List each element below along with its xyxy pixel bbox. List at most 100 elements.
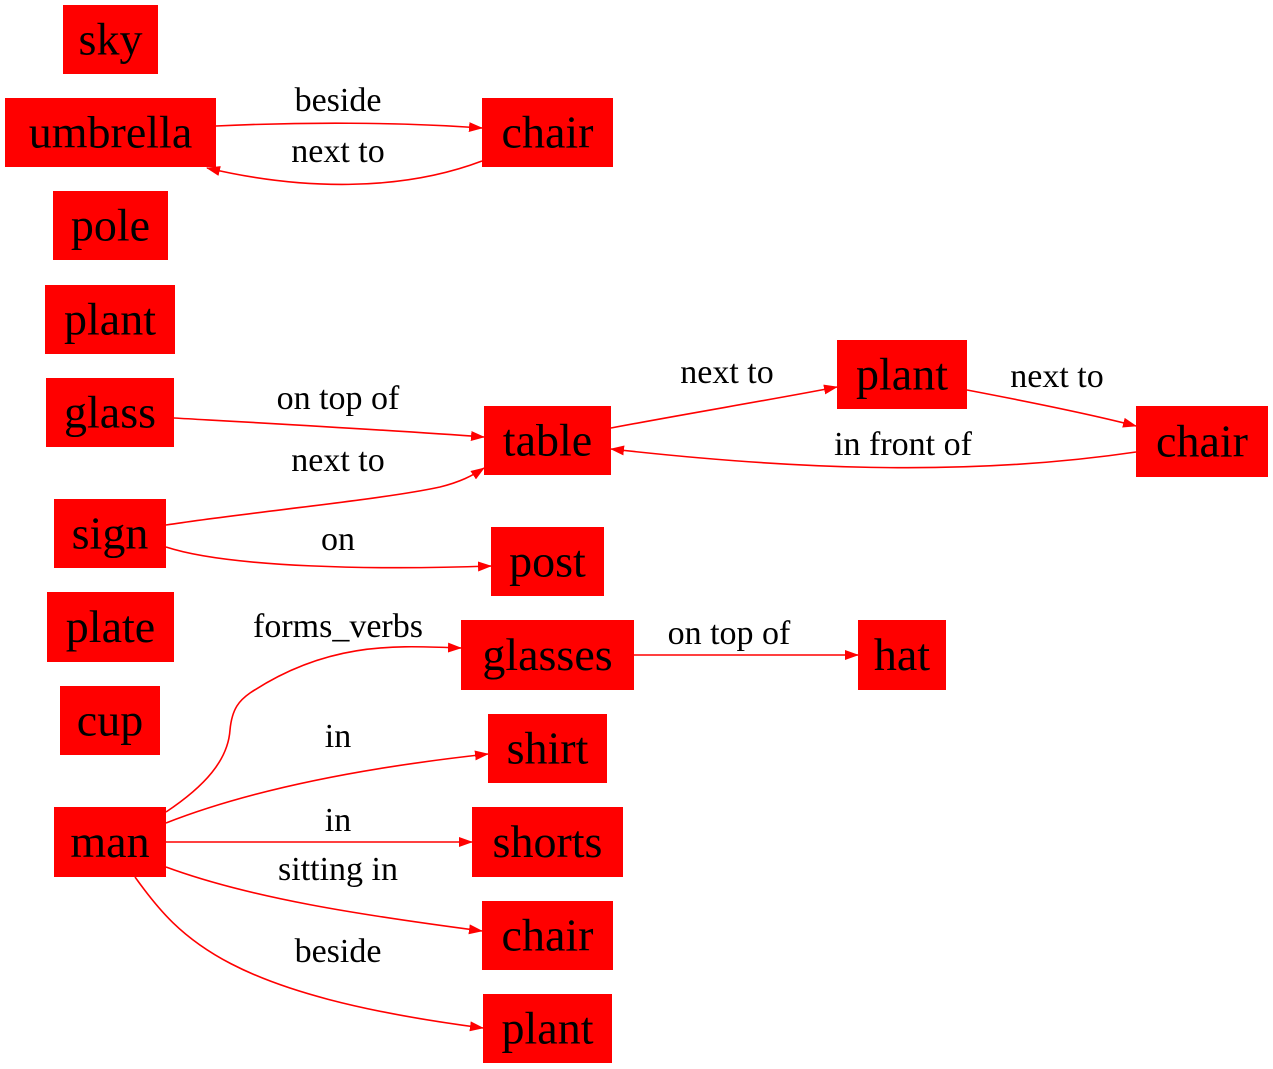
node-chair3: chair: [482, 901, 613, 970]
edge-line: [610, 384, 838, 429]
node-glasses: glasses: [461, 620, 634, 690]
edge-label: on: [321, 521, 355, 558]
edge-label: sitting in: [278, 851, 398, 888]
edge-label: beside: [295, 82, 382, 119]
edge-glasses-ontopof-hat: on top of: [634, 615, 859, 660]
node-chair1: chair: [482, 98, 613, 167]
node-box: [482, 901, 613, 970]
edge-line: [206, 160, 483, 186]
edge-man-formsverbs-glasses: forms_verbs: [165, 608, 462, 813]
node-label: sign: [72, 508, 149, 559]
node-box: [60, 686, 160, 755]
node-plant1: plant: [45, 285, 175, 354]
node-post: post: [491, 527, 604, 596]
nodes-layer: sky umbrella chair pole plant glass table plant…: [5, 5, 1268, 1063]
edge-table-nextto-plant: next to: [610, 354, 838, 429]
node-box: [54, 807, 166, 877]
node-label: pole: [71, 200, 150, 251]
edge-label: forms_verbs: [253, 608, 423, 645]
node-box: [46, 378, 174, 447]
edge-man-sittingin-chair: sitting in: [165, 851, 483, 935]
node-plant2: plant: [837, 340, 967, 409]
node-umbrella: umbrella: [5, 98, 216, 167]
node-chair2: chair: [1136, 406, 1268, 477]
node-label: shorts: [493, 816, 603, 867]
node-box: [1136, 406, 1268, 477]
edge-sign-nextto-table: next to: [165, 442, 485, 526]
node-label: table: [503, 415, 592, 466]
node-box: [53, 191, 168, 260]
edge-line: [173, 417, 485, 442]
edge-umbrella-beside-chair: beside: [215, 82, 483, 133]
edge-line: [165, 642, 462, 813]
node-label: hat: [874, 629, 930, 680]
edge-label: on top of: [668, 615, 791, 652]
node-label: chair: [502, 107, 594, 158]
node-box: [483, 994, 612, 1063]
node-label: cup: [77, 695, 143, 746]
edge-chair-nextto-umbrella: next to: [206, 133, 483, 186]
edge-label: beside: [295, 933, 382, 970]
node-box: [488, 714, 607, 783]
node-box: [482, 98, 613, 167]
edge-label: in: [325, 802, 351, 839]
edge-man-in-shirt: in: [165, 718, 489, 824]
node-box: [472, 807, 623, 877]
node-sky: sky: [63, 5, 158, 74]
node-label: plant: [502, 1003, 594, 1054]
node-box: [47, 592, 174, 662]
node-label: umbrella: [29, 107, 193, 158]
edge-line: [610, 445, 1137, 469]
edge-label: on top of: [277, 380, 400, 417]
node-box: [858, 620, 946, 690]
edge-plant-nextto-chair: next to: [966, 358, 1137, 428]
node-box: [5, 98, 216, 167]
node-plant3: plant: [483, 994, 612, 1063]
edge-line: [165, 866, 483, 935]
node-hat: hat: [858, 620, 946, 690]
edge-chair-infrontof-table: in front of: [610, 426, 1137, 469]
node-label: glasses: [482, 629, 612, 680]
node-label: chair: [1156, 416, 1248, 467]
edge-label: next to: [1010, 358, 1103, 395]
edge-man-in-shorts: in: [166, 802, 473, 847]
node-box: [491, 527, 604, 596]
node-label: post: [509, 536, 586, 587]
node-label: man: [70, 816, 149, 867]
node-table: table: [484, 406, 611, 475]
node-pole: pole: [53, 191, 168, 260]
node-label: sky: [79, 14, 143, 65]
edge-sign-on-post: on: [165, 521, 492, 572]
node-box: [54, 499, 166, 568]
node-box: [45, 285, 175, 354]
node-shorts: shorts: [472, 807, 623, 877]
node-box: [461, 620, 634, 690]
edge-line: [165, 546, 492, 572]
node-label: glass: [64, 387, 156, 438]
edge-label: next to: [291, 133, 384, 170]
edge-line: [165, 750, 489, 824]
edge-label: next to: [680, 354, 773, 391]
node-glass: glass: [46, 378, 174, 447]
edge-line: [134, 876, 484, 1032]
node-label: plant: [64, 294, 156, 345]
edge-man-beside-plant: beside: [134, 876, 484, 1032]
node-plate: plate: [47, 592, 174, 662]
node-label: plant: [856, 349, 948, 400]
edge-line: [165, 467, 485, 526]
edge-label: in front of: [834, 426, 973, 463]
node-shirt: shirt: [488, 714, 607, 783]
edges-layer: beside next to on top of next to next to next…: [134, 82, 1137, 1032]
node-man: man: [54, 807, 166, 877]
node-box: [837, 340, 967, 409]
edge-label: in: [325, 718, 351, 755]
node-sign: sign: [54, 499, 166, 568]
node-label: chair: [502, 910, 594, 961]
node-label: shirt: [507, 723, 589, 774]
edge-line: [966, 389, 1137, 428]
edge-line: [215, 122, 483, 133]
node-label: plate: [66, 601, 155, 652]
node-box: [63, 5, 158, 74]
node-cup: cup: [60, 686, 160, 755]
